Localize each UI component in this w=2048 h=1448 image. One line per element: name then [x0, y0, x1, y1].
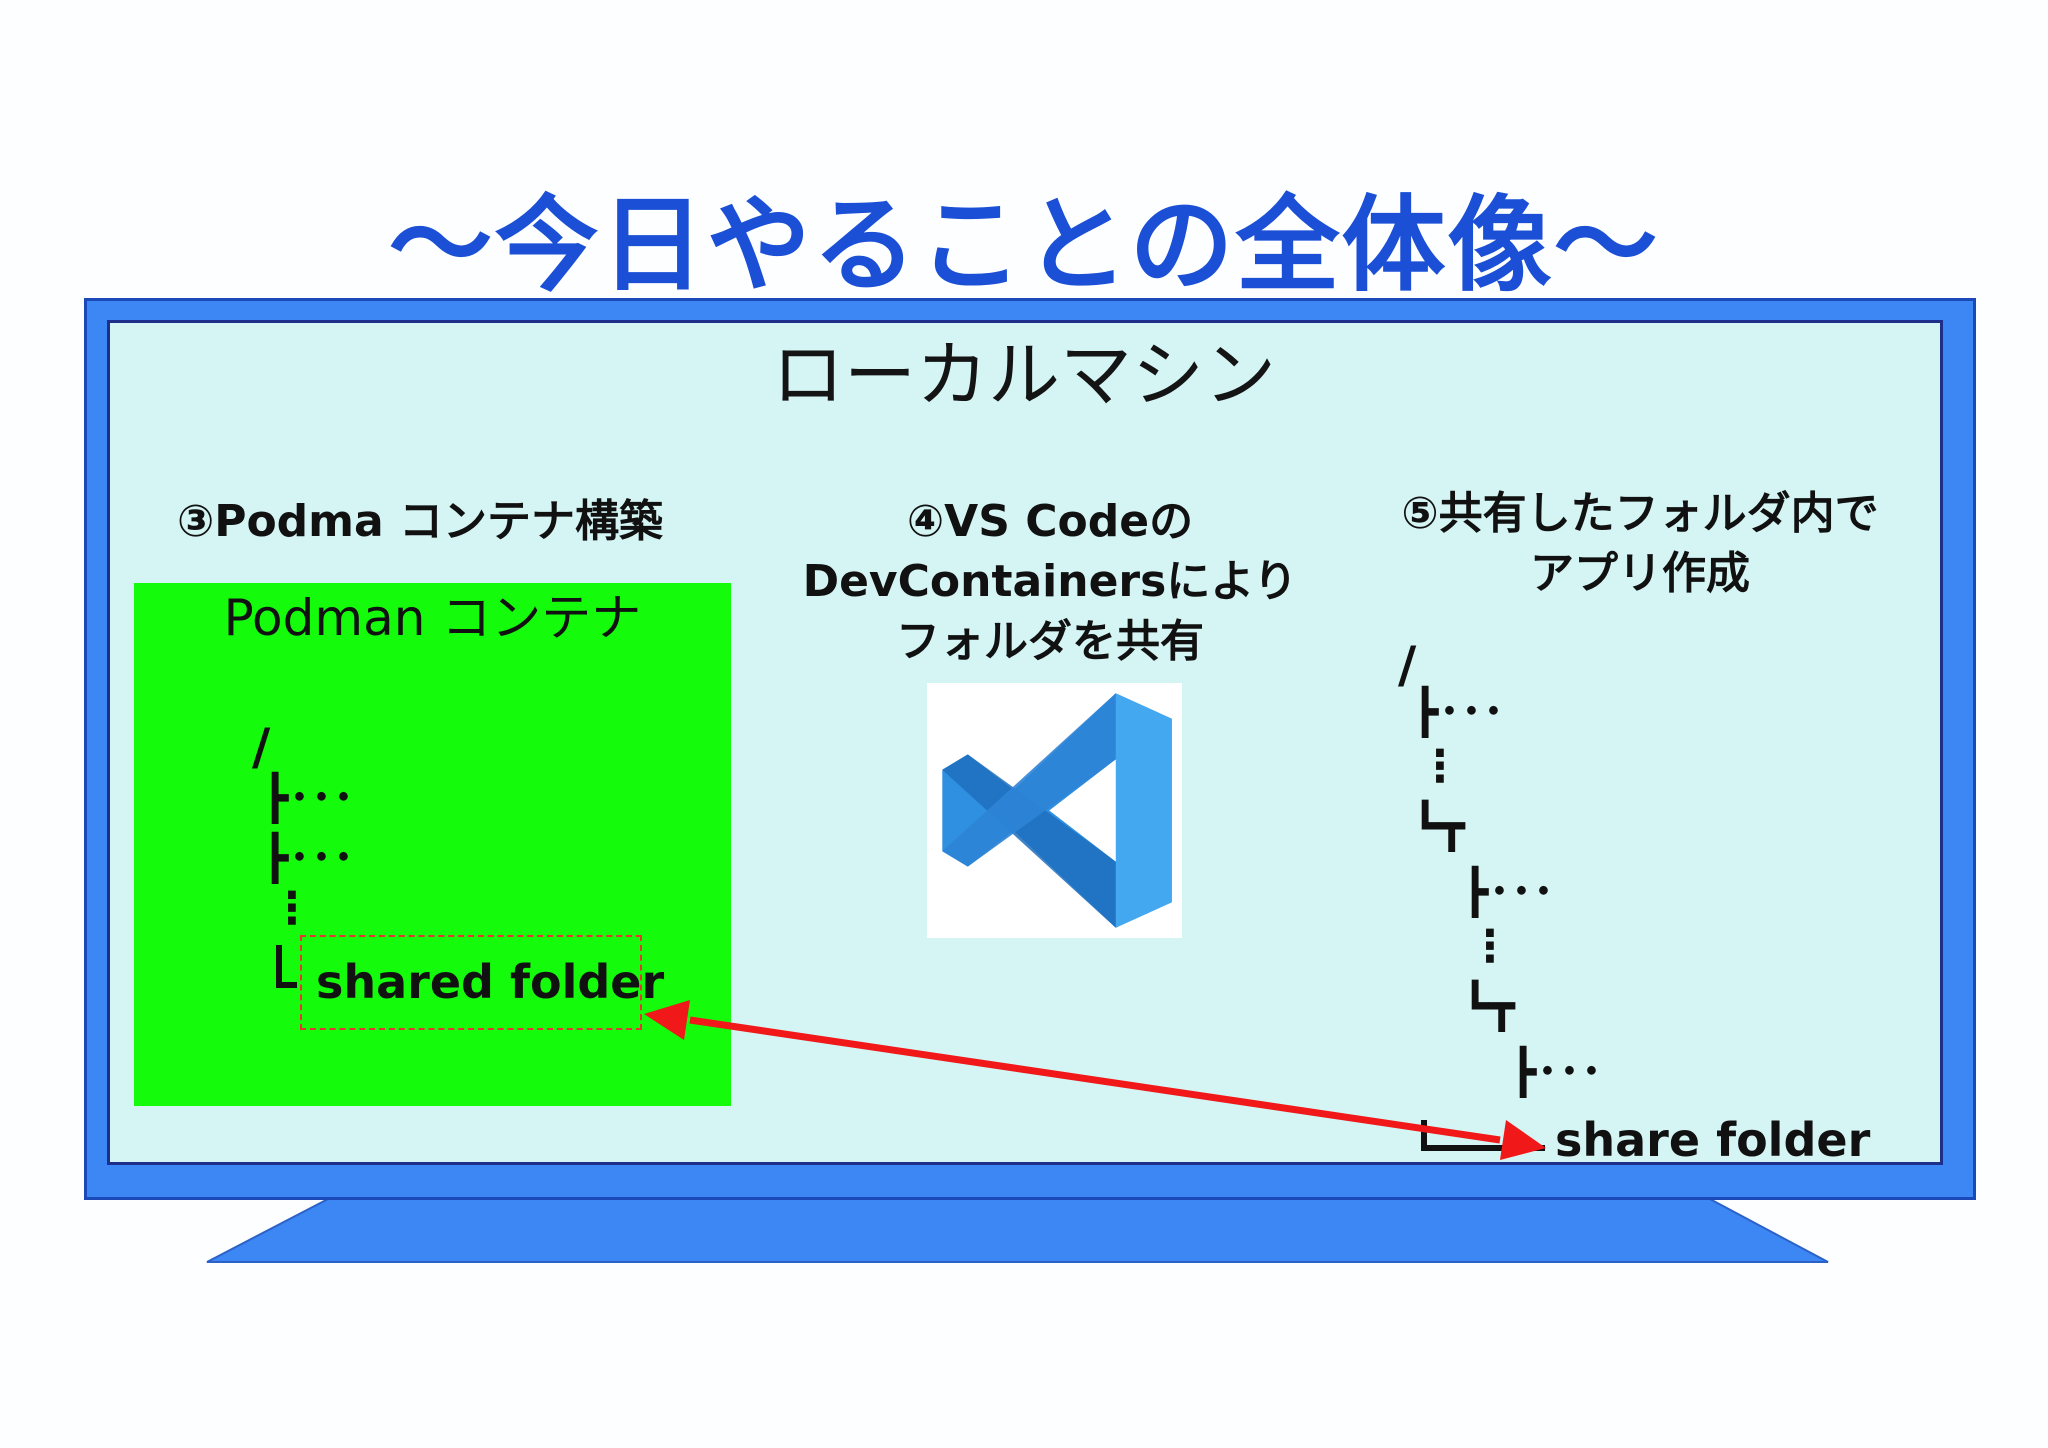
step4-line3: フォルダを共有 — [896, 616, 1204, 667]
container-tree-item-2: ┣･･･ — [262, 833, 355, 884]
local-tree-item-1: ┣･･･ — [1412, 687, 1505, 738]
podman-container-label: Podman コンテナ — [223, 589, 642, 647]
container-tree-root: / — [252, 718, 271, 776]
local-machine-label: ローカルマシン — [771, 333, 1276, 417]
vscode-logo-icon — [927, 683, 1182, 938]
local-tree-root: / — [1398, 636, 1417, 694]
step5-line2: アプリ作成 — [1530, 548, 1750, 599]
step5-line1: ⑤共有したフォルダ内で — [1401, 488, 1879, 539]
local-tree-item-2: ⋮ — [1418, 741, 1462, 792]
page-title: ～今日やることの全体像～ — [388, 184, 1660, 306]
step5-heading: ⑤共有したフォルダ内で アプリ作成 — [1340, 484, 1940, 604]
local-tree-item-7: ┣･･･ — [1510, 1047, 1603, 1098]
podman-container-box — [134, 583, 731, 1106]
local-tree-item-3: ┗┳ — [1412, 801, 1465, 852]
local-tree-item-5: ⋮ — [1468, 921, 1512, 972]
container-tree-item-3: ⋮ — [270, 883, 314, 934]
local-tree-item-4: ┣･･･ — [1462, 867, 1555, 918]
step3-heading: ③Podma コンテナ構築 — [176, 496, 664, 547]
step4-line2: DevContainersにより — [802, 556, 1298, 607]
shared-folder-highlight — [300, 935, 642, 1030]
shared-folder-label: shared folder — [316, 955, 665, 1009]
local-tree-item-6: ┗┳ — [1462, 981, 1515, 1032]
container-tree-item-1: ┣･･･ — [262, 773, 355, 824]
step4-heading: ④VS Codeの DevContainersにより フォルダを共有 — [770, 492, 1330, 672]
step4-line1: ④VS Codeの — [906, 496, 1194, 547]
share-folder-label: share folder — [1555, 1113, 1871, 1167]
